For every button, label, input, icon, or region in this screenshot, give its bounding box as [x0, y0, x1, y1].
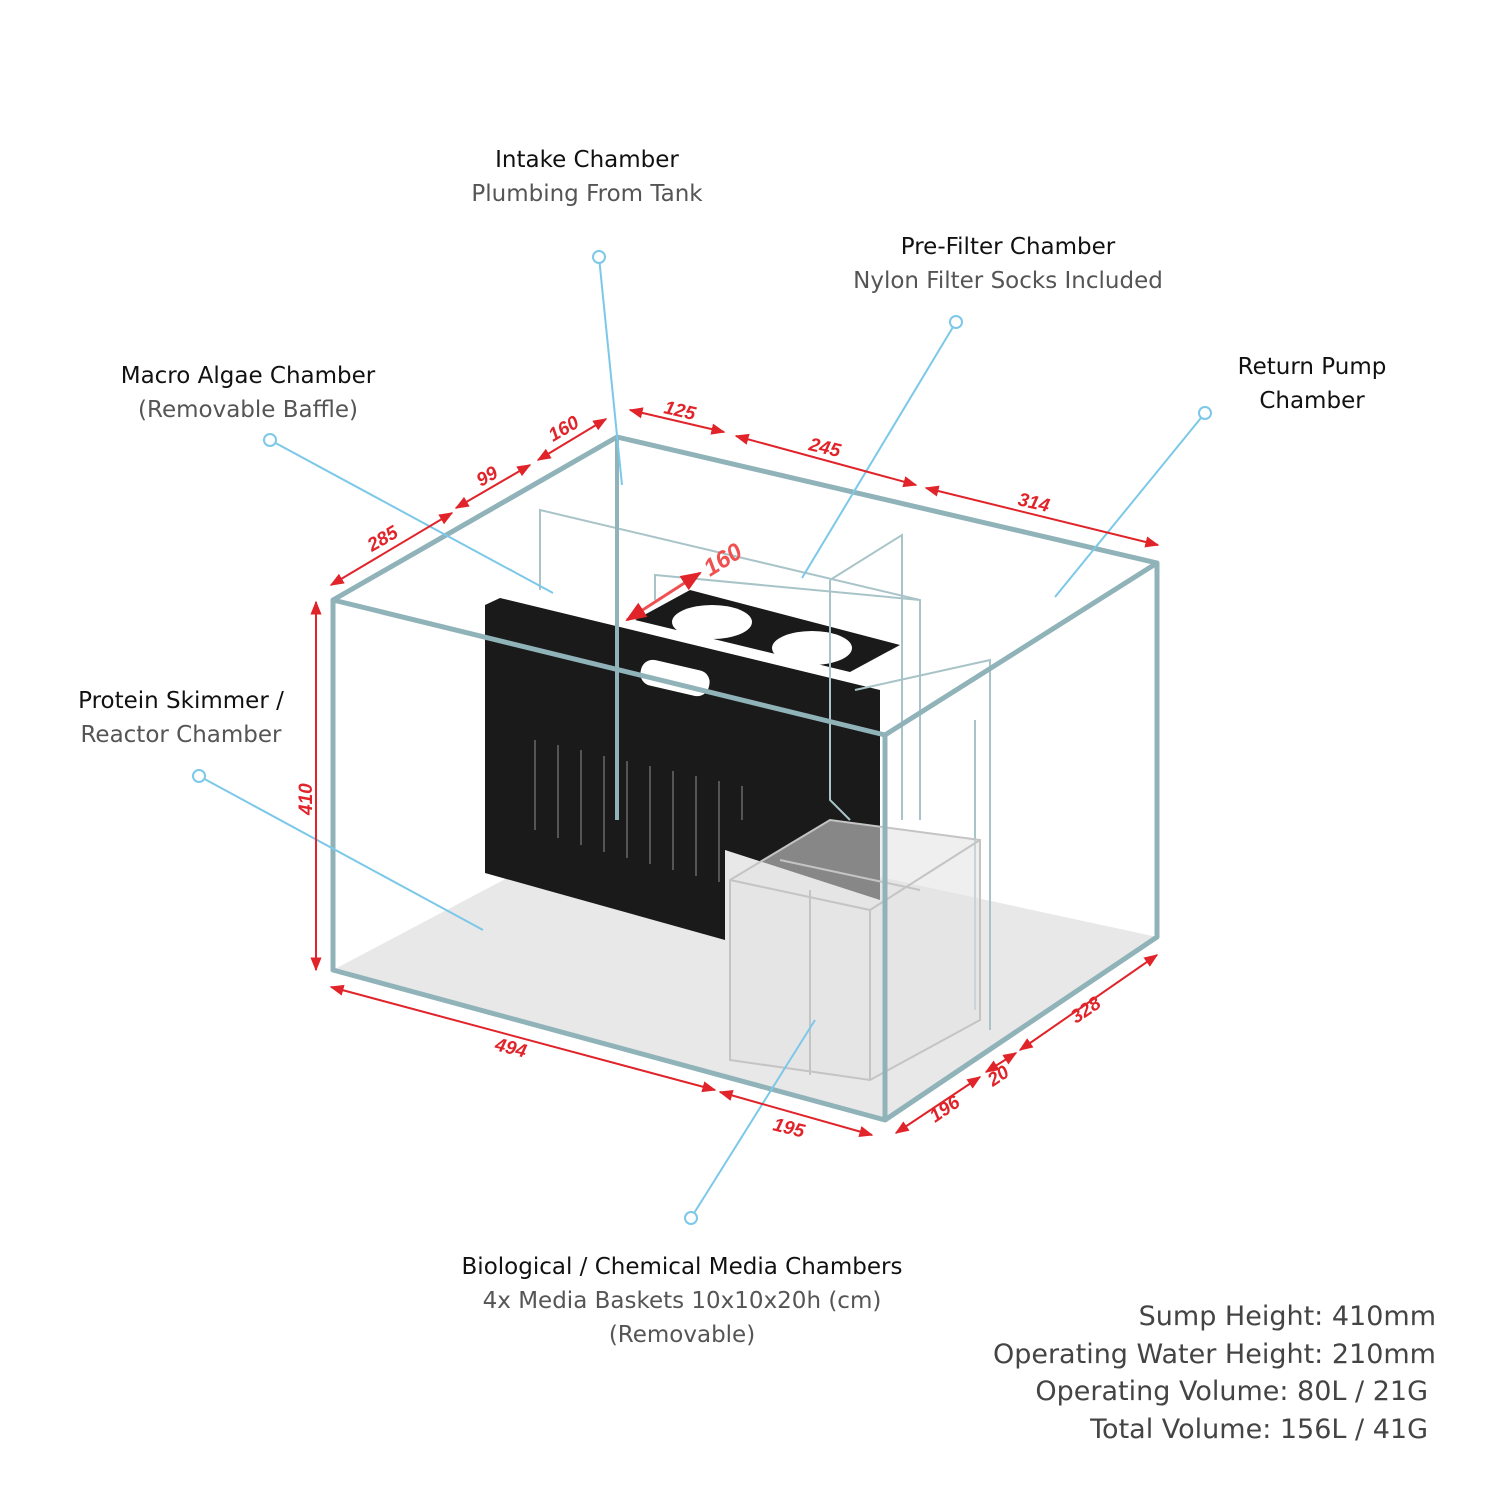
callout-subtitle: Reactor Chamber — [80, 722, 282, 748]
callout-title: Protein Skimmer / — [78, 688, 284, 714]
dim-195: 195 — [771, 1114, 807, 1142]
dim-328: 328 — [1067, 993, 1105, 1028]
callout-prefilter-chamber: Pre-Filter Chamber Nylon Filter Socks In… — [808, 230, 1208, 298]
callout-title: Macro Algae Chamber — [120, 363, 376, 389]
dim-20: 20 — [983, 1062, 1013, 1092]
callout-subtitle: Plumbing From Tank — [471, 181, 703, 207]
callout-subtitle: (Removable Baffle) — [138, 397, 358, 423]
callout-title: Pre-Filter Chamber — [900, 234, 1116, 260]
dim-160-left: 160 — [545, 412, 583, 446]
callout-subtitle: Nylon Filter Socks Included — [853, 268, 1163, 294]
specifications: Sump Height: 410mm Operating Water Heigh… — [993, 1298, 1436, 1448]
callout-title: Intake Chamber — [495, 147, 679, 173]
callout-intake-chamber: Intake Chamber Plumbing From Tank — [437, 143, 737, 211]
dim-245: 245 — [806, 434, 843, 462]
media-baskets — [729, 818, 981, 1082]
spec-operating-volume: Operating Volume: 80L / 21G — [1035, 1376, 1428, 1407]
spec-total-volume: Total Volume: 156L / 41G — [1090, 1413, 1428, 1445]
callout-media-chambers: Biological / Chemical Media Chambers 4x … — [382, 1250, 982, 1352]
callout-title: Return Pump — [1237, 354, 1387, 380]
dim-196: 196 — [926, 1092, 964, 1127]
callout-subtitle: 4x Media Baskets 10x10x20h (cm) — [482, 1288, 882, 1314]
callout-title: Biological / Chemical Media Chambers — [461, 1254, 903, 1280]
callout-subtitle: Chamber — [1259, 388, 1365, 414]
dim-285: 285 — [363, 522, 402, 557]
callout-subtitle-2: (Removable) — [608, 1322, 756, 1348]
callout-macro-algae-chamber: Macro Algae Chamber (Removable Baffle) — [98, 359, 398, 427]
dim-99: 99 — [473, 462, 502, 491]
dim-160-sock: 160 — [699, 538, 748, 582]
spec-operating-water-height: Operating Water Height: 210mm — [992, 1338, 1436, 1370]
dim-314: 314 — [1016, 489, 1052, 517]
dim-410: 410 — [296, 783, 317, 816]
callout-protein-skimmer-chamber: Protein Skimmer / Reactor Chamber — [40, 684, 322, 752]
spec-sump-height: Sump Height: 410mm — [1138, 1301, 1436, 1332]
dim-125: 125 — [662, 397, 698, 425]
callout-return-pump-chamber: Return Pump Chamber — [1192, 350, 1432, 418]
